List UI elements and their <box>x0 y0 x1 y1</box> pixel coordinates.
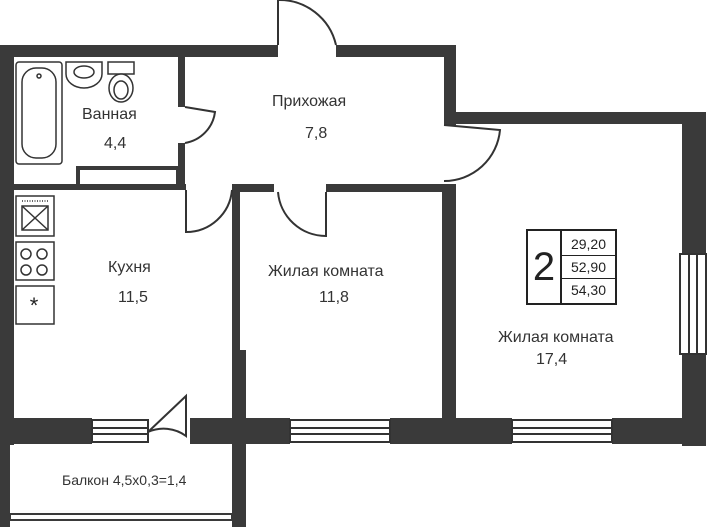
door-entrance <box>277 0 337 46</box>
wall-bath-niche <box>76 166 180 188</box>
window-room-2 <box>511 419 613 443</box>
wall-bottom-kitchen <box>14 418 92 444</box>
bathroom-fixtures <box>15 61 135 165</box>
kitchen-fixtures: * <box>15 195 55 325</box>
bathtub-inner <box>21 67 57 159</box>
wall-top-right <box>444 112 706 124</box>
toilet-tank <box>107 61 135 75</box>
stove-burner-3 <box>20 264 32 276</box>
wall-bottom-3 <box>612 418 706 444</box>
fridge <box>15 285 55 325</box>
window-kitchen <box>91 419 149 443</box>
door-balcony <box>147 393 187 438</box>
wall-top-center <box>336 45 456 57</box>
room-name-living-1: Жилая комната <box>268 263 384 280</box>
wall-bath-right-upper <box>178 57 185 107</box>
wall-room-room-divider <box>442 184 456 420</box>
door-kitchen <box>185 189 233 234</box>
wall-divider-lower <box>232 350 246 420</box>
door-bathroom <box>184 106 217 144</box>
living-area: 29,20 <box>562 233 615 256</box>
walls <box>0 45 706 527</box>
sink-basin <box>73 65 95 79</box>
door-room-1 <box>277 191 327 238</box>
balcony-rail <box>9 513 233 521</box>
wall-bottom-2 <box>390 418 512 444</box>
room-name-living-2: Жилая комната <box>498 329 614 346</box>
window-room-2-side <box>679 253 707 355</box>
room-name-hallway: Прихожая <box>272 93 347 110</box>
area-summary-badge: 2 29,20 52,90 54,30 <box>526 229 617 305</box>
wall-kitchen-room-divider <box>232 184 240 420</box>
room-count: 2 <box>528 231 562 303</box>
room-area-bathroom: 4,4 <box>104 135 127 152</box>
wall-outer-left <box>0 45 14 445</box>
room-area-living-2: 17,4 <box>536 351 568 368</box>
total-area-with-balcony: 54,30 <box>570 282 607 298</box>
room-name-kitchen: Кухня <box>108 259 151 276</box>
stove-burner-1 <box>20 248 32 260</box>
room-area-kitchen: 11,5 <box>118 289 148 306</box>
stove-burner-2 <box>36 248 48 260</box>
wall-balcony-left <box>0 444 10 527</box>
room-area-living-1: 11,8 <box>319 289 349 306</box>
wall-hall-right-upper <box>444 45 456 125</box>
toilet-seat <box>113 80 129 100</box>
wall-hall-bottom-1 <box>236 184 274 192</box>
doors <box>147 0 502 438</box>
fridge-icon: * <box>30 293 39 318</box>
wall-hall-bottom-2 <box>326 184 456 192</box>
door-room-2 <box>443 124 502 183</box>
window-room-1 <box>289 419 391 443</box>
wall-bottom-1 <box>190 418 290 444</box>
wall-outer-right-top <box>682 112 706 254</box>
wall-balcony-right <box>232 444 246 527</box>
room-area-hallway: 7,8 <box>305 125 328 142</box>
wall-bath-right-lower <box>178 143 185 190</box>
stove <box>15 241 55 281</box>
windows <box>91 253 707 443</box>
room-name-bathroom: Ванная <box>82 106 137 123</box>
kitchen-sink-line-2 <box>21 205 49 231</box>
bathtub-drain <box>36 73 42 79</box>
wall-top-left <box>0 45 278 57</box>
total-area: 52,90 <box>562 256 615 279</box>
stove-burner-4 <box>36 264 48 276</box>
balcony-label: Балкон 4,5х0,3=1,4 <box>62 472 187 488</box>
